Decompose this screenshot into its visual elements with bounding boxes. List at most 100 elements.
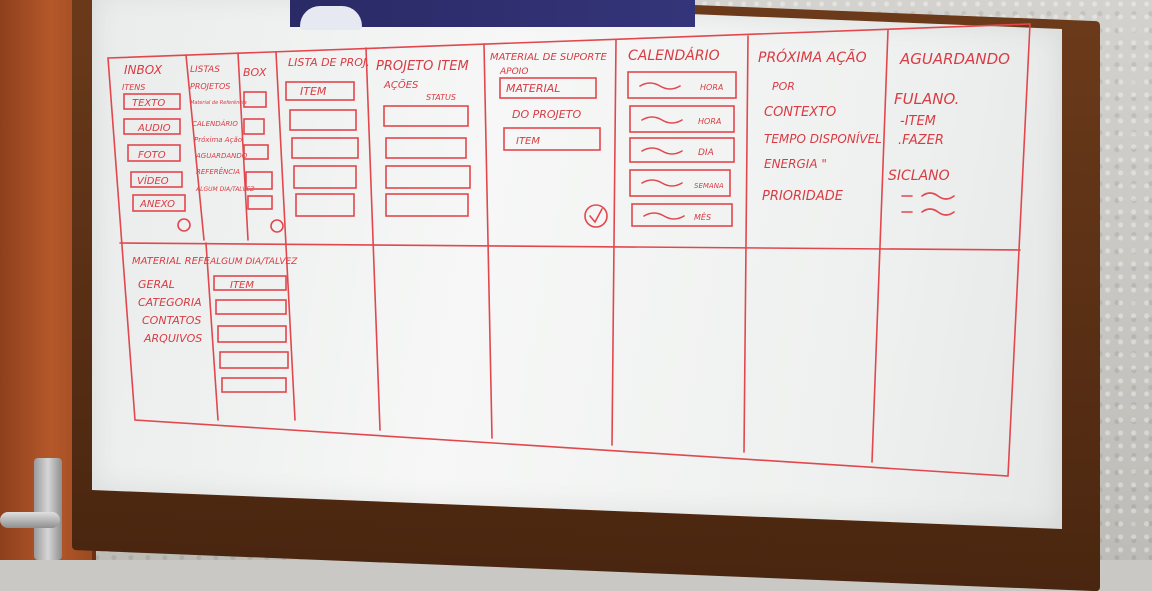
material-item: ITEM [516, 136, 540, 147]
col-header-calendario: CALENDÁRIO [628, 47, 720, 64]
waiting-item: -ITEM [900, 114, 936, 129]
inbox-box [123, 93, 181, 110]
next-action-item: POR [772, 80, 795, 93]
add-circle-icon [270, 219, 284, 233]
bottom-header-material: MATERIAL REFE [132, 256, 211, 267]
squiggle [901, 192, 955, 200]
col-divider [871, 29, 889, 463]
calendar-box [629, 137, 735, 163]
listas-item: Material de Referência [190, 99, 247, 106]
squiggle [641, 179, 683, 187]
calendar-box [629, 169, 731, 197]
item-box [247, 195, 273, 210]
col-divider [237, 52, 249, 241]
table-outline [107, 23, 1031, 477]
calendar-item: MÊS [694, 211, 711, 222]
col-divider [205, 242, 219, 421]
inbox-item: TEXTO [132, 98, 165, 109]
add-circle-icon [177, 218, 191, 232]
waiting-item: .FAZER [898, 133, 944, 148]
bottom-header-algum-dia: ALGUM DIA/TALVEZ [209, 257, 298, 267]
checkmark-circle-icon [584, 204, 608, 228]
action-box [385, 137, 467, 159]
door-handle[interactable] [0, 512, 60, 528]
next-action-item: TEMPO DISPONÍVEL [764, 131, 882, 146]
item-box [243, 144, 269, 160]
project-box [291, 137, 359, 159]
item-box [245, 171, 273, 190]
someday-box [215, 299, 287, 315]
project-box [295, 193, 355, 217]
listas-item: AGUARDANDO [195, 152, 248, 160]
waiting-item: FULANO. [894, 90, 959, 108]
col-header-aguardando: AGUARDANDO [899, 50, 1010, 68]
reference-item: CONTATOS [142, 314, 201, 327]
someday-item: ITEM [230, 280, 254, 291]
listas-item: CALENDÁRIO [192, 119, 238, 128]
inbox-box [127, 144, 181, 162]
col-status-projeto: STATUS [426, 93, 456, 102]
col-header-projeto: PROJETO ITEM [376, 59, 469, 74]
col-header-lista-proj: LISTA DE PROJ. [288, 56, 370, 69]
project-item: ITEM [300, 85, 327, 98]
action-box [385, 165, 471, 189]
reference-item: GERAL [138, 278, 175, 291]
col-divider [185, 54, 205, 241]
listas-item: REFERÊNCIA [196, 167, 240, 176]
material-box [503, 127, 601, 151]
row-divider [119, 242, 1021, 251]
action-box [385, 193, 469, 217]
squiggle [641, 147, 683, 155]
project-box [293, 165, 357, 189]
col-sub-projeto: AÇÕES [383, 78, 419, 91]
inbox-item: AUDIO [137, 123, 171, 134]
someday-box [217, 325, 287, 343]
col-header-proxima: PRÓXIMA AÇÃO [758, 48, 867, 66]
col-sub-material: APOIO [499, 67, 528, 77]
reference-item: CATEGORIA [138, 296, 202, 309]
project-box [289, 109, 357, 131]
item-box [243, 91, 267, 108]
inbox-extra-label: BOX [243, 66, 267, 79]
checkmark-icon [589, 208, 603, 224]
squiggle [901, 208, 955, 216]
calendar-box [629, 105, 735, 133]
col-divider [483, 43, 493, 439]
next-action-item: ENERGIA " [764, 157, 827, 171]
col-divider [743, 35, 749, 453]
poster-cloud-graphic [300, 6, 362, 30]
next-action-item: CONTEXTO [764, 105, 836, 120]
material-box [499, 77, 597, 99]
squiggle [643, 212, 685, 220]
reference-item: ARQUIVOS [143, 332, 202, 345]
someday-box [221, 377, 287, 393]
project-box [285, 81, 355, 101]
someday-box [219, 351, 289, 369]
squiggle [639, 82, 681, 90]
col-sub-inbox: ITENS [122, 83, 145, 92]
calendar-item: HORA [700, 83, 723, 92]
calendar-item: DIA [698, 148, 714, 158]
col-sub-listas: PROJETOS [190, 82, 230, 91]
inbox-item: ANEXO [139, 199, 175, 210]
inbox-item: VÍDEO [137, 174, 169, 187]
material-item: DO PROJETO [512, 108, 581, 121]
col-header-listas: LISTAS [190, 65, 220, 75]
inbox-item: FOTO [138, 150, 166, 161]
listas-item: ALGUM DIA/TALVEZ [195, 186, 255, 193]
listas-item: Próxima Ação [194, 136, 242, 144]
col-divider [611, 39, 617, 446]
next-action-item: PRIORIDADE [762, 189, 844, 204]
material-item: MATERIAL [506, 82, 560, 95]
col-header-inbox: INBOX [124, 63, 163, 77]
calendar-item: SEMANA [694, 182, 724, 190]
col-divider [365, 47, 381, 431]
col-divider [275, 51, 296, 421]
calendar-box [627, 71, 737, 99]
calendar-item: HORA [698, 117, 721, 126]
action-box [383, 105, 469, 127]
col-header-material: MATERIAL DE SUPORTE [490, 52, 607, 63]
inbox-box [130, 171, 183, 188]
inbox-box [123, 118, 181, 135]
item-box [243, 118, 265, 135]
